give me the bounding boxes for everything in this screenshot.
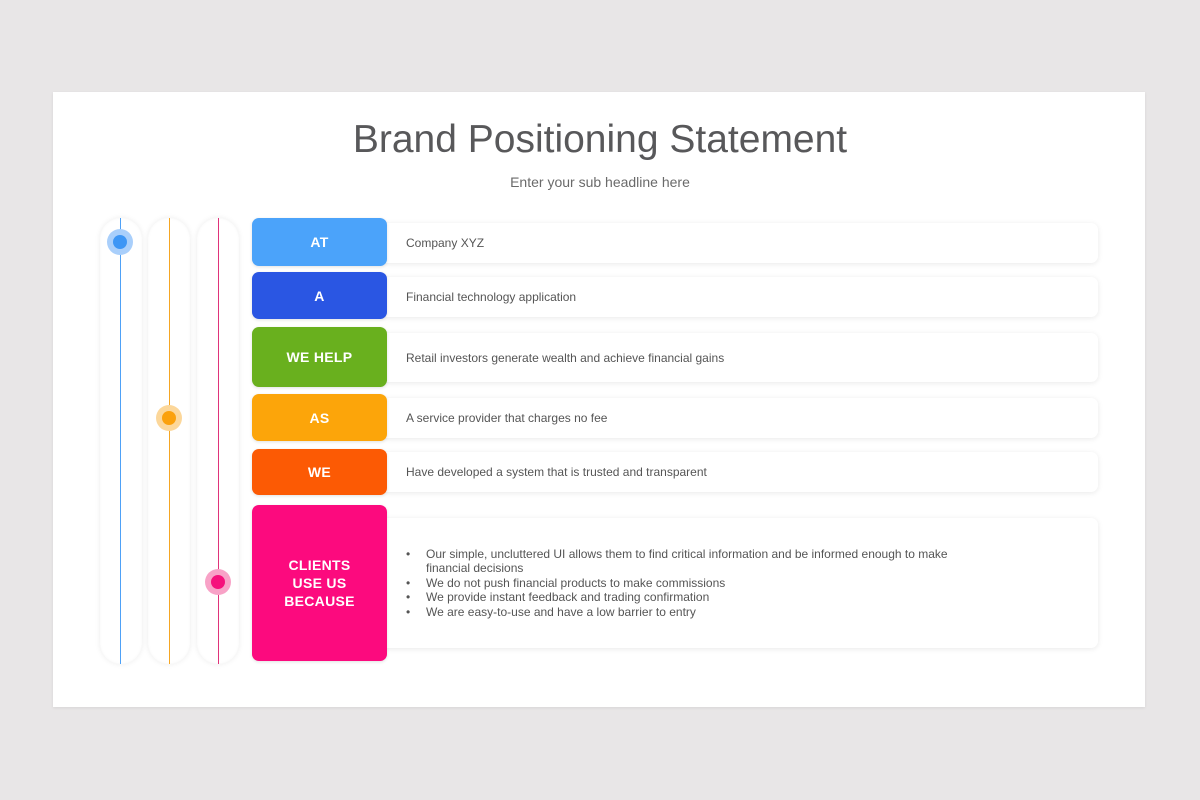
statement-card-at: Company XYZ: [380, 223, 1098, 263]
reason-item: We provide instant feedback and trading …: [406, 590, 986, 605]
statement-tag-clients-use-us-because: CLIENTS USE US BECAUSE: [252, 505, 387, 661]
timeline-line-blue: [120, 218, 121, 664]
statement-tag-we: WE: [252, 449, 387, 495]
reasons-list: Our simple, uncluttered UI allows them t…: [406, 547, 986, 620]
reason-item: Our simple, uncluttered UI allows them t…: [406, 547, 986, 576]
statement-card-we-help: Retail investors generate wealth and ach…: [380, 333, 1098, 382]
statement-tag-a: A: [252, 272, 387, 319]
statement-text: Company XYZ: [406, 236, 485, 250]
timeline-line-pink: [218, 218, 219, 664]
timeline-line-orange: [169, 218, 170, 664]
timeline-track-1: [100, 218, 142, 664]
timeline-marker-blue: [107, 229, 133, 255]
timeline-marker-orange: [156, 405, 182, 431]
statement-tag-at: AT: [252, 218, 387, 266]
statement-card-clients-use-us-because: Our simple, uncluttered UI allows them t…: [380, 518, 1098, 648]
statement-tag-as: AS: [252, 394, 387, 441]
statement-text: Retail investors generate wealth and ach…: [406, 350, 725, 365]
reason-item: We do not push financial products to mak…: [406, 576, 986, 591]
statement-card-we: Have developed a system that is trusted …: [380, 452, 1098, 492]
slide-subtitle: Enter your sub headline here: [510, 174, 690, 190]
reason-item: We are easy-to-use and have a low barrie…: [406, 605, 986, 620]
statement-text: Financial technology application: [406, 290, 577, 304]
statement-text: A service provider that charges no fee: [406, 411, 608, 425]
tag-line: CLIENTS: [288, 557, 351, 573]
statement-tag-we-help: WE HELP: [252, 327, 387, 387]
tag-line: USE US: [292, 575, 347, 591]
statement-card-as: A service provider that charges no fee: [380, 398, 1098, 438]
timeline-marker-pink: [205, 569, 231, 595]
slide-title: Brand Positioning Statement: [352, 118, 848, 161]
statement-card-a: Financial technology application: [380, 277, 1098, 317]
statement-text: Have developed a system that is trusted …: [406, 465, 707, 479]
tag-line: BECAUSE: [284, 593, 355, 609]
